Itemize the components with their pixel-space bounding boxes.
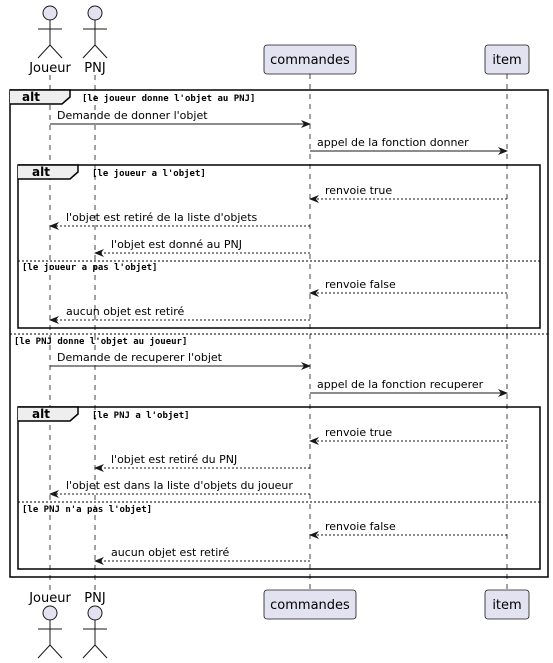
inner-alt-keyword-2: alt [32,407,50,421]
outer-alt-keyword: alt [22,90,40,104]
actor-joueur-top [37,5,63,59]
inner-alt-frame-2 [17,406,541,570]
message-label: appel de la fonction donner [317,136,469,149]
actor-pnj-top [82,5,108,59]
message-label: l'objet est donné au PNJ [111,238,242,251]
inner-alt-frame-1 [17,164,541,329]
actor-joueur-bottom [37,605,63,659]
inner2-guard-1: [le PNJ a l'objet] [92,410,190,421]
actor-joueur-top-label: Joueur [28,61,71,76]
participant-item-bottom-label: item [492,598,521,613]
participant-item-top [484,44,530,75]
message-label: renvoie false [325,278,396,291]
actor-pnj-top-label: PNJ [84,61,105,76]
message-label: appel de la fonction recuperer [317,378,484,391]
message-label: l'objet est retiré de la liste d'objets [66,211,258,224]
participant-item-top-label: item [492,53,521,68]
message-label: Demande de donner l'objet [57,109,208,122]
message-label: renvoie true [325,184,392,197]
participant-commandes-top [263,44,357,75]
inner-alt-tab-1 [18,164,79,180]
inner2-guard-2: [le PNJ n'a pas l'objet] [22,504,152,515]
message-label: l'objet est dans la liste d'objets du jo… [66,479,293,492]
participant-commandes-bottom [263,589,357,620]
message-label: l'objet est retiré du PNJ [111,453,237,466]
inner1-guard-1: [le joueur a l'objet] [92,168,206,179]
message-label: renvoie true [325,426,392,439]
message-label: aucun objet est retiré [111,546,230,559]
inner-alt-keyword-1: alt [32,165,50,179]
participant-commandes-top-label: commandes [270,53,350,68]
actor-pnj-bottom [82,605,108,659]
inner1-guard-2: [le joueur a pas l'objet] [22,262,157,273]
message-label: Demande de recuperer l'objet [57,351,223,364]
inner-alt-tab-2 [18,406,79,422]
message-label: aucun objet est retiré [66,305,185,318]
participant-commandes-bottom-label: commandes [270,598,350,613]
outer-guard-2: [le PNJ donne l'objet au joueur] [14,336,187,347]
message-label: renvoie false [325,520,396,533]
participant-item-bottom [484,589,530,620]
actor-pnj-bottom-label: PNJ [84,591,105,606]
actor-joueur-bottom-label: Joueur [28,591,71,606]
outer-alt-tab [10,89,71,105]
outer-guard-1: [le joueur donne l'objet au PNJ] [82,93,255,104]
